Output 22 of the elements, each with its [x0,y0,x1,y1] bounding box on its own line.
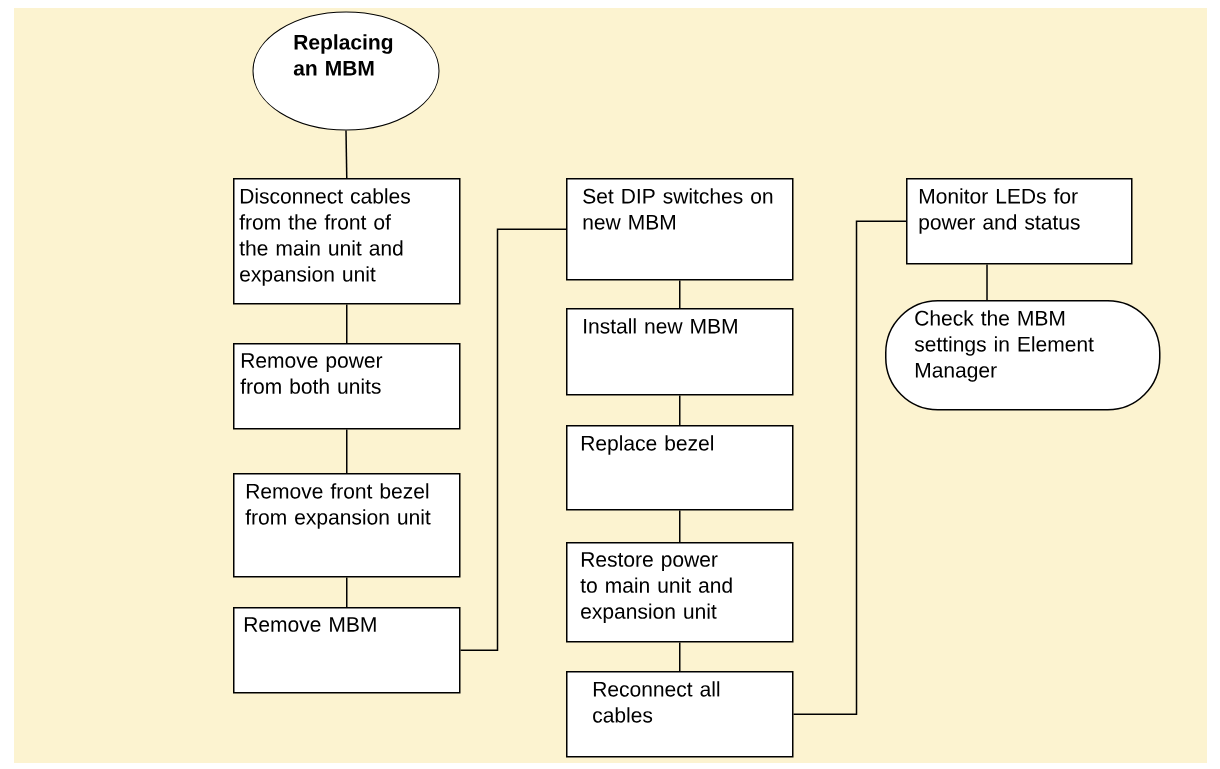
step-box: Reconnect all cables [566,671,794,758]
connector-line [679,279,681,309]
connector-line [679,394,681,426]
connector-line [679,509,681,543]
connector-line [792,220,907,715]
step-box: Set DIP switches on new MBM [566,178,794,281]
step-box: Replace bezel [566,425,794,511]
connector-line [346,303,348,344]
connector-line [346,428,348,474]
step-box: Monitor LEDs for power and status [906,178,1133,265]
end-terminator: Check the MBM settings in Element Manager [885,300,1161,411]
step-box: Install new MBM [566,308,794,396]
connector-line [345,129,348,179]
step-box: Disconnect cables from the front of the main unit and expansion unit [233,178,461,305]
connector-line [459,228,567,651]
connector-line [679,641,681,672]
connector-line [986,263,988,301]
connector-line [346,576,348,608]
step-box: Restore power to main unit and expansion unit [566,542,794,643]
step-box: Remove MBM [233,607,461,694]
step-box: Remove power from both units [233,343,461,430]
step-box: Remove front bezel from expansion unit [233,473,461,578]
